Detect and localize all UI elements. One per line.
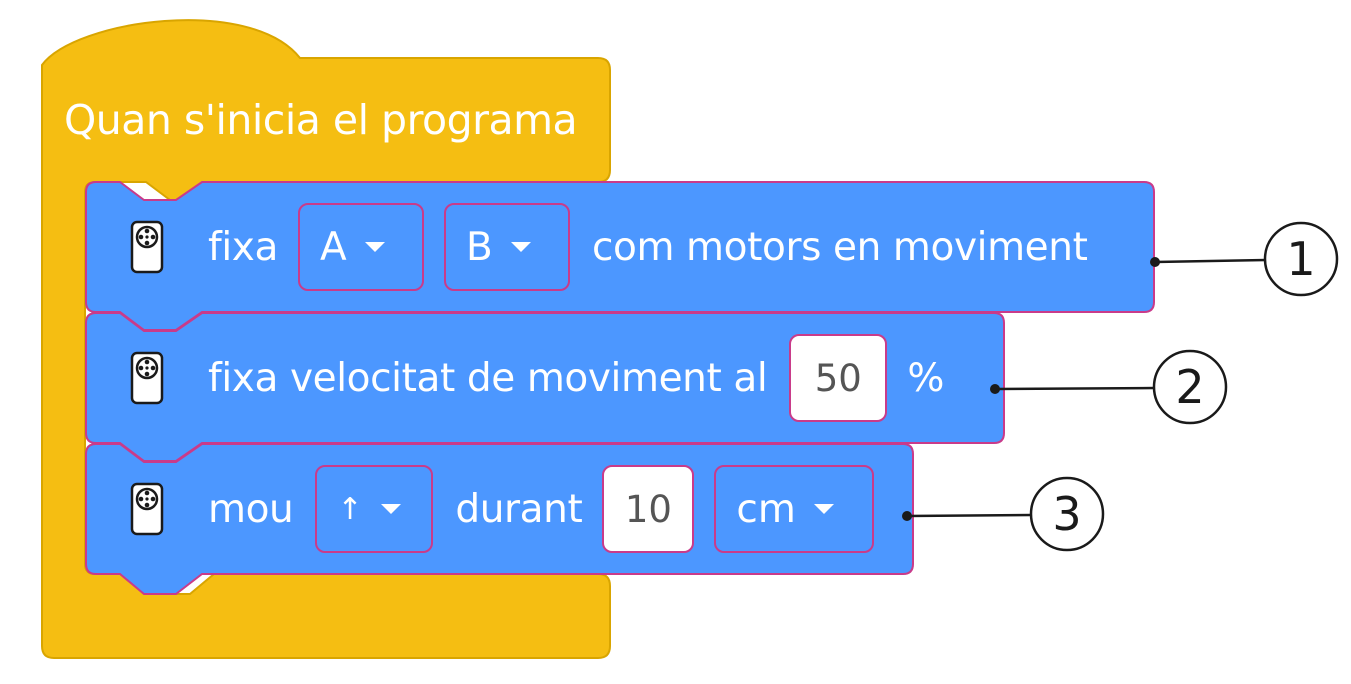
hat-block-title: Quan s'inicia el programa (64, 96, 578, 144)
direction-dropdown[interactable]: ↑ (315, 465, 434, 553)
motor-port-dropdown-2[interactable]: B (443, 203, 570, 291)
caret-down-icon (380, 504, 401, 514)
move-block[interactable]: mou ↑ durant 10 cm (88, 444, 913, 574)
callout-number-3: 3 (1052, 487, 1082, 541)
distance-input[interactable]: 10 (602, 465, 695, 553)
motor-icon (130, 351, 164, 405)
block-label-com-motors: com motors en moviment (591, 224, 1088, 270)
caret-down-icon (813, 504, 834, 514)
caret-down-icon (364, 242, 385, 252)
callout-number-1: 1 (1286, 232, 1316, 286)
percent-label: % (907, 355, 944, 401)
callout-number-2: 2 (1175, 360, 1205, 414)
callout-2 (990, 349, 1228, 425)
caret-down-icon (510, 242, 531, 252)
set-speed-block[interactable]: fixa velocitat de moviment al 50 % (88, 313, 1004, 443)
block-label-fixa: fixa (208, 224, 278, 270)
direction-arrow-icon: ↑ (337, 491, 363, 527)
set-speed-block-shape[interactable] (85, 312, 1005, 462)
speed-input[interactable]: 50 (789, 334, 888, 422)
motor-icon (130, 482, 164, 536)
callout-3 (902, 476, 1105, 552)
block-label-durant: durant (455, 486, 583, 532)
block-label-fixa-velocitat: fixa velocitat de moviment al (208, 355, 768, 401)
block-label-mou: mou (208, 486, 294, 532)
motor-port-dropdown-1[interactable]: A (297, 203, 424, 291)
callout-1 (1150, 221, 1339, 297)
move-block-shape[interactable] (85, 443, 914, 595)
dropdown-value: A (319, 224, 347, 270)
unit-dropdown[interactable]: cm (714, 465, 875, 553)
dropdown-value: B (465, 224, 493, 270)
dropdown-value: cm (736, 486, 796, 532)
motor-icon (130, 220, 164, 274)
set-motors-block[interactable]: fixa A B com motors en moviment (88, 182, 1154, 312)
